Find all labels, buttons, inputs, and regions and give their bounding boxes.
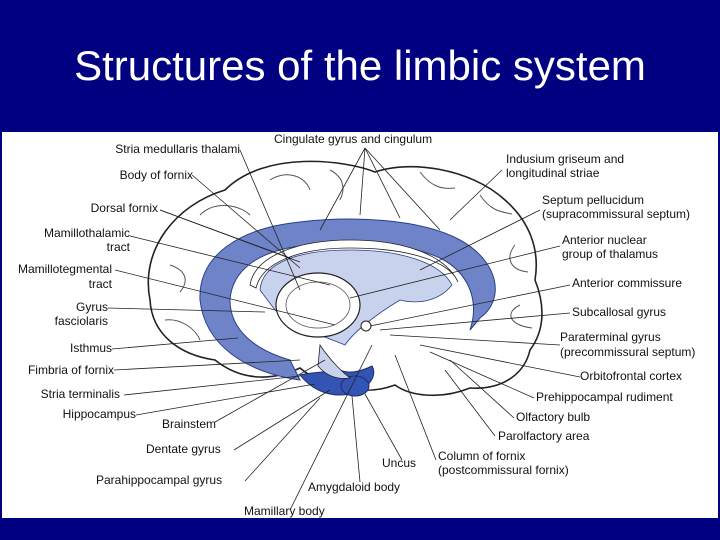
label-septum-1: Septum pellucidum bbox=[542, 193, 645, 207]
label-parolfactory: Parolfactory area bbox=[498, 429, 590, 443]
label-indusium-1: Indusium griseum and bbox=[506, 152, 625, 166]
label-anterior-commissure: Anterior commissure bbox=[572, 276, 683, 290]
label-anterior-nuclear-1: Anterior nuclear bbox=[562, 233, 647, 247]
label-orbitofrontal: Orbitofrontal cortex bbox=[580, 369, 683, 383]
label-hippocampus: Hippocampus bbox=[62, 407, 136, 421]
label-mamillotegmental-1: Mamillotegmental bbox=[17, 262, 112, 276]
anterior-commissure-dot bbox=[360, 320, 372, 332]
label-mamillothalamic-1: Mamillothalamic bbox=[43, 226, 130, 240]
label-brainstem: Brainstem bbox=[162, 417, 217, 431]
slide-title: Structures of the limbic system bbox=[74, 42, 646, 89]
label-gyrus-fasciolaris-2: fasciolaris bbox=[54, 314, 108, 328]
label-amygdaloid: Amygdaloid body bbox=[308, 480, 401, 494]
corpus-callosum bbox=[249, 239, 459, 289]
label-prehippocampal: Prehippocampal rudiment bbox=[536, 390, 673, 404]
label-isthmus: Isthmus bbox=[69, 341, 112, 355]
label-paraterminal-2: (precommissural septum) bbox=[560, 345, 696, 359]
brainstem-shape bbox=[317, 343, 351, 379]
label-mamillothalamic-2: tract bbox=[106, 240, 130, 254]
label-stria-medullaris: Stria medullaris thalami bbox=[115, 142, 240, 156]
gyral-folds bbox=[164, 169, 533, 341]
label-column-fornix-2: (postcommissural fornix) bbox=[438, 463, 569, 477]
label-subcallosal: Subcallosal gyrus bbox=[572, 305, 667, 319]
label-mamillotegmental-2: tract bbox=[88, 277, 112, 291]
label-dentate: Dentate gyrus bbox=[146, 442, 221, 456]
label-anterior-nuclear-2: group of thalamus bbox=[562, 247, 659, 261]
label-dorsal-fornix: Dorsal fornix bbox=[90, 201, 158, 215]
label-uncus: Uncus bbox=[382, 456, 417, 470]
label-body-fornix: Body of fornix bbox=[119, 168, 193, 182]
label-indusium-2: longitudinal striae bbox=[506, 166, 600, 180]
label-parahippocampal: Parahippocampal gyrus bbox=[96, 473, 223, 487]
label-column-fornix-1: Column of fornix bbox=[438, 449, 526, 463]
amygdala bbox=[340, 375, 370, 397]
cingulate-gyrus bbox=[199, 218, 496, 381]
label-mamillary: Mamillary body bbox=[244, 504, 325, 518]
label-fimbria: Fimbria of fornix bbox=[27, 363, 114, 377]
label-cingulate: Cingulate gyrus and cingulum bbox=[274, 132, 433, 146]
label-paraterminal-1: Paraterminal gyrus bbox=[560, 330, 661, 344]
label-septum-2: (supracommissural septum) bbox=[542, 207, 691, 221]
label-stria-terminalis: Stria terminalis bbox=[40, 387, 120, 401]
thalamus bbox=[275, 272, 361, 338]
leader-lines bbox=[107, 147, 581, 511]
label-olfactory-bulb: Olfactory bulb bbox=[516, 410, 591, 424]
label-gyrus-fasciolaris-1: Gyrus bbox=[75, 300, 108, 314]
